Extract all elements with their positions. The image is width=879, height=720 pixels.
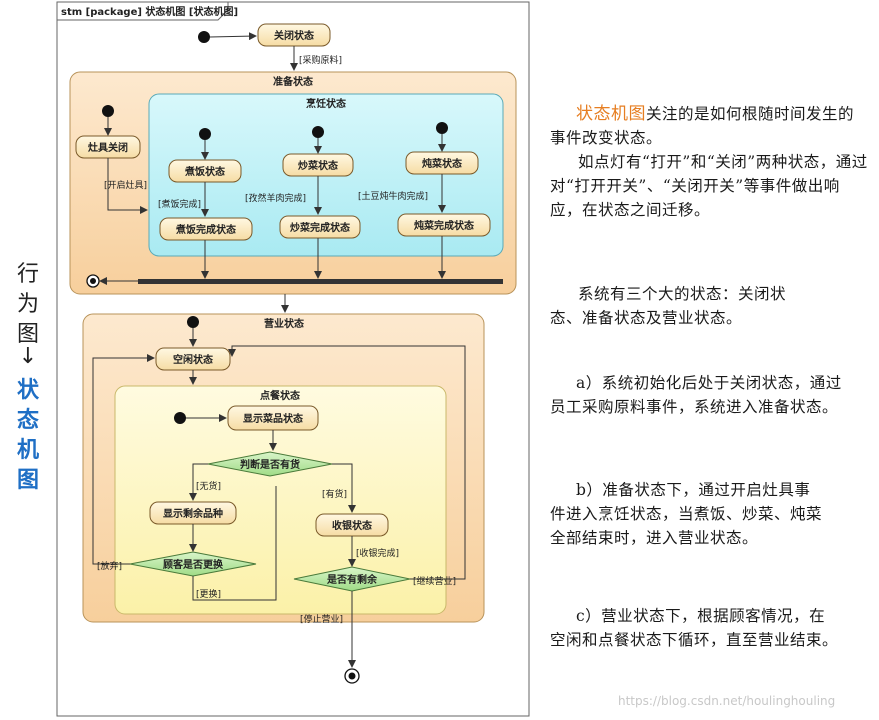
- state-label: 收银状态: [332, 519, 372, 532]
- transition-line: [209, 32, 257, 41]
- transition-label: [放弃]: [97, 560, 122, 572]
- side-title-arrow: ↓: [18, 344, 38, 369]
- note-point-c: c）营业状态下，根据顾客情况，在空闲和点餐状态下循环，直至营业结束。: [550, 607, 839, 649]
- state-stir-done: [279, 215, 361, 239]
- state-rice-done: [159, 217, 253, 241]
- state-label: 点餐状态: [260, 389, 300, 402]
- side-title-char: 态: [16, 408, 39, 433]
- decision-label: 判断是否有货: [240, 458, 300, 471]
- transition-label: [开启灶具]: [104, 179, 147, 191]
- decision-label: 是否有剩余: [326, 573, 378, 586]
- initial-node: [312, 126, 324, 138]
- initial-node: [174, 412, 186, 424]
- transition-line: [228, 345, 466, 580]
- initial-node: [198, 31, 210, 43]
- note-point-a: a）系统初始化后处于关闭状态，通过员工采购原料事件，系统进入准备状态。: [550, 374, 842, 416]
- state-label: 关闭状态: [274, 29, 314, 42]
- state-label: 准备状态: [273, 75, 313, 88]
- frame-tab: [57, 2, 229, 21]
- initial-node: [187, 316, 199, 328]
- transition-line: [92, 354, 155, 565]
- watermark: https://blog.csdn.net/houlinghouling: [618, 694, 836, 708]
- state-label: 炖菜完成状态: [414, 219, 474, 232]
- state-stew-done: [397, 213, 491, 237]
- state-label: 炖菜状态: [422, 157, 462, 170]
- transition-line: [192, 486, 277, 601]
- state-label: 煮饭完成状态: [175, 223, 236, 236]
- state-label: 煮饭状态: [184, 165, 225, 178]
- initial-node: [102, 105, 114, 117]
- state-label: 显示剩余品种: [163, 507, 223, 520]
- state-label: 灶具关闭: [88, 141, 128, 154]
- transition-label: [孜然羊肉完成]: [245, 192, 306, 204]
- transition-line: [332, 463, 356, 513]
- transition-label: [停止营业]: [300, 613, 343, 625]
- initial-node: [436, 122, 448, 134]
- note-example: 如点灯有“打开”和“关闭”两种状态，通过对“打开开关”、“关闭开关”等事件做出响…: [550, 153, 868, 219]
- frame-title: stm [package] 状态机图 [状态机图]: [61, 5, 238, 18]
- side-title-char: 状: [16, 378, 39, 403]
- side-title-char: 机: [16, 438, 39, 463]
- state-label: 空闲状态: [173, 353, 213, 366]
- transition-label: [更换]: [196, 588, 221, 600]
- final-node-dot: [90, 278, 96, 284]
- state-label: 烹饪状态: [306, 97, 346, 110]
- transition-label: [煮饭完成]: [158, 198, 201, 210]
- transition-label: [继续营业]: [413, 575, 456, 587]
- decision-customer-change: [129, 551, 257, 577]
- transition-line: [107, 158, 148, 214]
- state-label: 显示菜品状态: [243, 412, 303, 425]
- state-label: 炒菜完成状态: [290, 221, 350, 234]
- note-accent-term: 状态机图: [576, 104, 646, 124]
- initial-node: [199, 128, 211, 140]
- transition-label: [收银完成]: [356, 547, 399, 559]
- transition-label: [土豆炖牛肉完成]: [358, 190, 428, 202]
- note-point-b: b）准备状态下，通过开启灶具事件进入烹饪状态，当煮饭、炒菜、炖菜全部结束时，进入…: [550, 481, 823, 547]
- state-label: 炒菜状态: [298, 159, 338, 172]
- transition-label: [无货]: [196, 480, 221, 492]
- transition-label: [采购原料]: [299, 54, 342, 66]
- final-node-dot: [348, 672, 356, 680]
- transition-line: [189, 463, 208, 501]
- note-intro: 状态机图关注的是如何根随时间发生的事件改变状态。: [550, 102, 868, 150]
- side-title-char: 图: [16, 468, 39, 493]
- decision-label: 顾客是否更换: [163, 558, 224, 571]
- transition-label: [有货]: [322, 488, 347, 500]
- side-title-char: 为: [16, 292, 39, 317]
- note-text: 关注的是如何根随时间发生的事件改变状态。: [550, 105, 855, 147]
- side-title-char: 行: [16, 262, 39, 287]
- side-title-char: 图: [16, 322, 39, 347]
- state-label: 营业状态: [264, 317, 304, 330]
- join-bar: [138, 279, 503, 284]
- note-overview: 系统有三个大的状态：关闭状态、准备状态及营业状态。: [550, 285, 787, 327]
